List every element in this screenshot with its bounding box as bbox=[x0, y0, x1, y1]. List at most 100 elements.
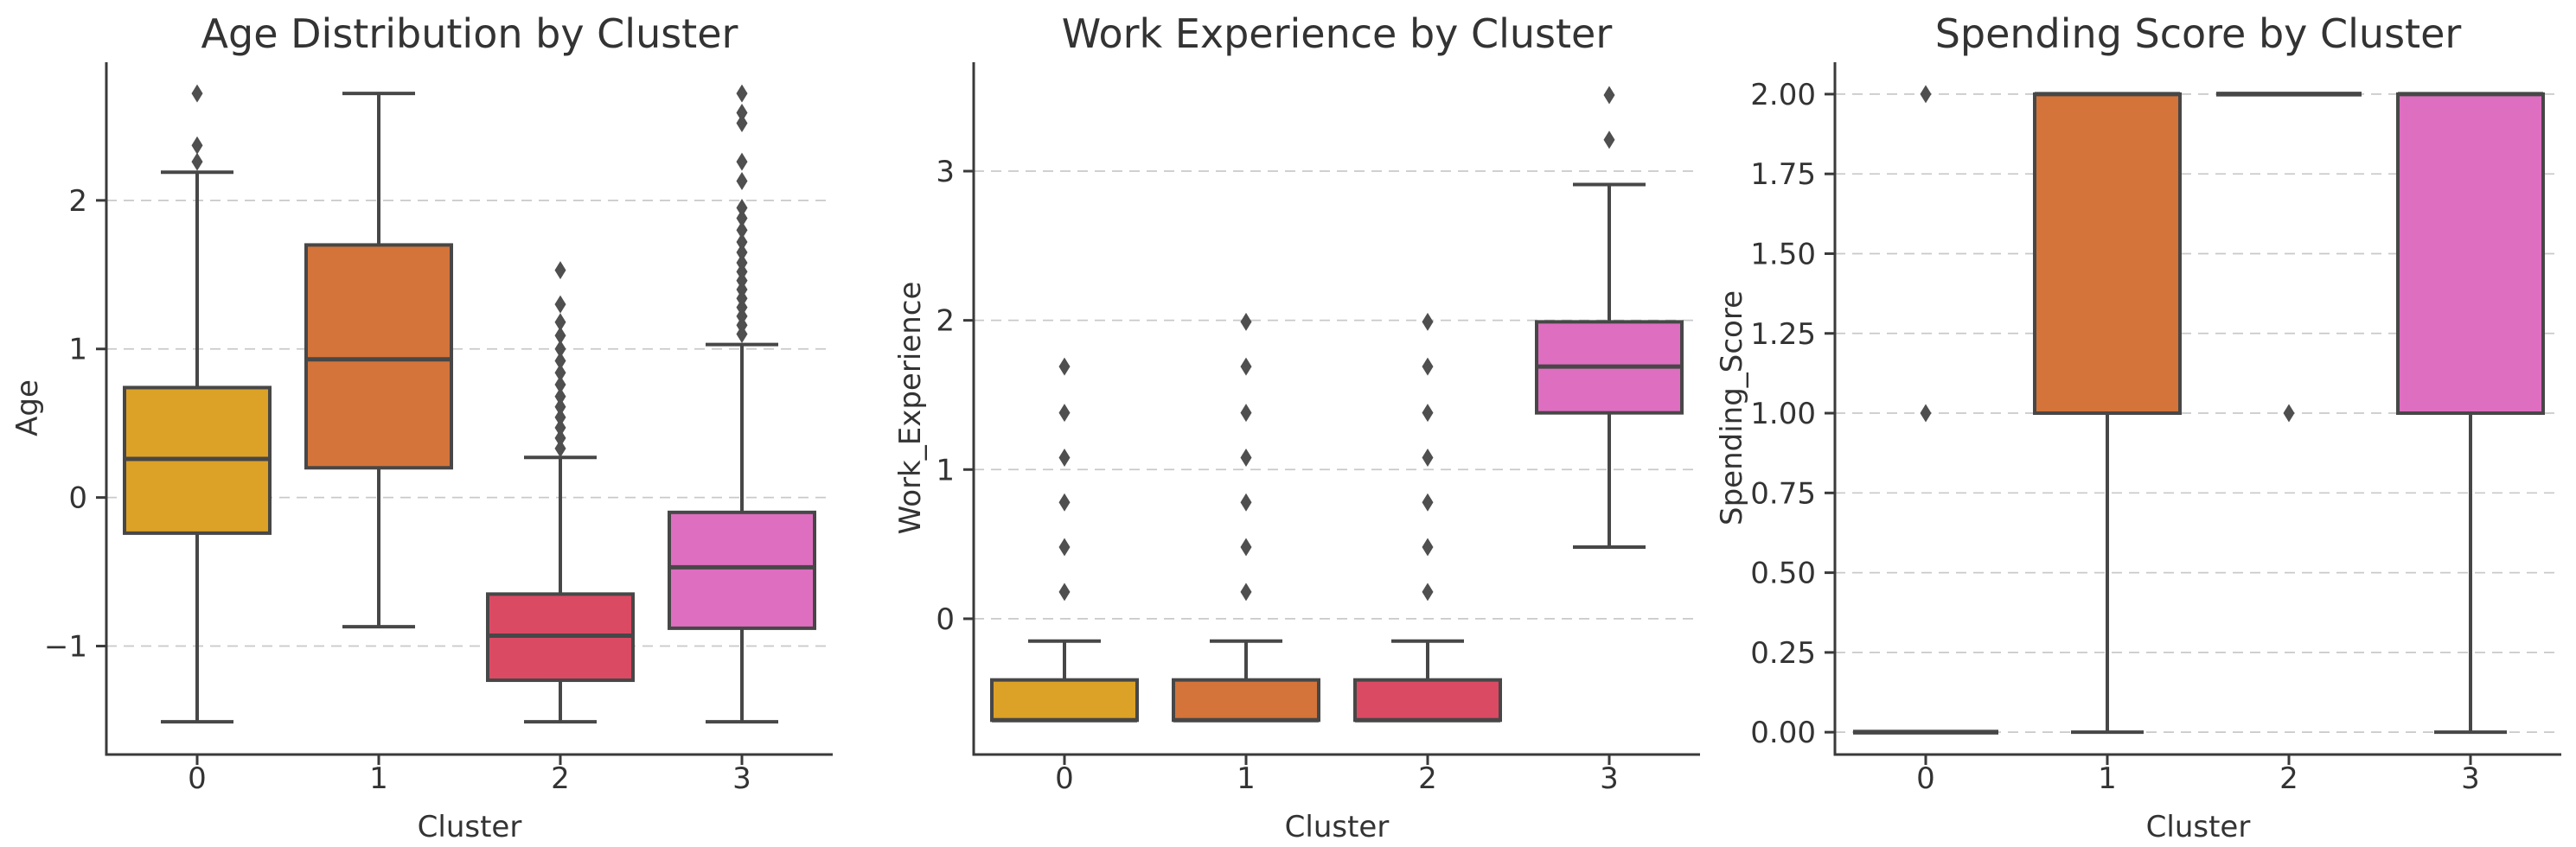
outlier-diamond bbox=[1058, 448, 1071, 467]
outlier-diamond bbox=[1240, 538, 1252, 557]
outlier-diamond bbox=[1603, 131, 1615, 150]
outlier-diamond bbox=[1240, 493, 1252, 512]
outlier-diamond bbox=[554, 387, 566, 406]
outlier-diamond bbox=[1058, 404, 1071, 423]
y-tick-label: 3 bbox=[936, 155, 955, 189]
box-cluster-0 bbox=[123, 84, 272, 724]
outlier-diamond bbox=[1422, 538, 1434, 557]
outlier-diamond bbox=[736, 243, 748, 262]
outlier-diamond bbox=[1422, 448, 1434, 467]
x-tick-label: 0 bbox=[1055, 761, 1074, 796]
outlier-diamond bbox=[1240, 312, 1252, 331]
iqr-box bbox=[2033, 92, 2182, 416]
iqr-box bbox=[990, 678, 1139, 723]
y-tick-label: 0.25 bbox=[1750, 636, 1816, 671]
plot-area: 0 1 2 3 0 1 2 3 bbox=[936, 62, 1700, 796]
outlier-diamond bbox=[554, 418, 566, 437]
box-cluster-2 bbox=[2216, 92, 2362, 423]
outlier-diamond bbox=[554, 375, 566, 394]
x-tick-label: 3 bbox=[732, 761, 751, 796]
outlier-diamond bbox=[736, 208, 748, 227]
work-experience-boxplot-svg: 0 1 2 3 0 1 2 3 Work Experience by Cluster Clus… bbox=[893, 10, 1700, 844]
outlier-diamond bbox=[1422, 493, 1434, 512]
outlier-diamond bbox=[736, 152, 748, 171]
outlier-diamond bbox=[554, 429, 566, 448]
outlier-diamond bbox=[2283, 404, 2295, 423]
outlier-diamond bbox=[554, 439, 566, 458]
iqr-box bbox=[1353, 678, 1502, 723]
outlier-diamond bbox=[1920, 404, 1932, 423]
outlier-diamond bbox=[1422, 357, 1434, 376]
outlier-diamond bbox=[736, 103, 748, 122]
y-tick-label: 0 bbox=[68, 481, 87, 516]
chart-work-experience-by-cluster: 0 1 2 3 0 1 2 3 Work Experience by Cluster Clus… bbox=[859, 0, 1717, 847]
outlier-diamond bbox=[1058, 538, 1071, 557]
iqr-box bbox=[2396, 92, 2545, 416]
y-tick-label: 2 bbox=[936, 304, 955, 339]
outlier-diamond bbox=[736, 198, 748, 217]
y-tick-label: 2.00 bbox=[1750, 78, 1816, 112]
y-axis-label: Age bbox=[10, 379, 45, 436]
x-axis-label: Cluster bbox=[1285, 810, 1390, 844]
box-cluster-3 bbox=[668, 84, 816, 724]
chart-title: Work Experience by Cluster bbox=[1062, 10, 1613, 57]
outlier-diamond bbox=[1422, 583, 1434, 602]
outlier-diamond bbox=[1240, 448, 1252, 467]
x-tick-label: 2 bbox=[551, 761, 570, 796]
y-tick-label: 0 bbox=[936, 602, 955, 637]
outlier-diamond bbox=[1422, 312, 1434, 331]
box-cluster-0 bbox=[990, 357, 1139, 723]
outlier-diamond bbox=[736, 253, 748, 272]
box-cluster-3 bbox=[2396, 92, 2545, 735]
y-axis-label: Work_Experience bbox=[893, 282, 928, 535]
x-tick-label: 2 bbox=[1418, 761, 1437, 796]
outlier-diamond bbox=[736, 172, 748, 191]
x-tick-label: 1 bbox=[369, 761, 388, 796]
x-tick-label: 3 bbox=[1600, 761, 1619, 796]
iqr-box bbox=[1172, 678, 1320, 723]
outlier-diamond bbox=[554, 351, 566, 370]
outlier-diamond bbox=[736, 220, 748, 239]
outlier-diamond bbox=[191, 152, 203, 171]
iqr-box bbox=[668, 510, 816, 630]
y-tick-label: −1 bbox=[44, 630, 87, 665]
box-cluster-1 bbox=[1172, 312, 1320, 723]
x-tick-label: 2 bbox=[2279, 761, 2298, 796]
outlier-diamond bbox=[191, 84, 203, 103]
chart-title: Age Distribution by Cluster bbox=[201, 10, 738, 57]
outlier-diamond bbox=[554, 398, 566, 417]
outlier-diamond bbox=[1058, 493, 1071, 512]
y-tick-label: 2 bbox=[68, 184, 87, 219]
outlier-diamond bbox=[1920, 85, 1932, 104]
y-tick-label: 1 bbox=[936, 453, 955, 487]
y-axis-label: Spending_Score bbox=[1717, 290, 1749, 525]
x-tick-label: 1 bbox=[1237, 761, 1256, 796]
x-axis-label: Cluster bbox=[2146, 810, 2251, 844]
iqr-box bbox=[304, 243, 453, 470]
y-tick-label: 1.00 bbox=[1750, 397, 1816, 431]
outlier-diamond bbox=[554, 295, 566, 314]
y-tick-label: 1 bbox=[68, 333, 87, 367]
y-tick-label: 0.75 bbox=[1750, 476, 1816, 511]
outlier-diamond bbox=[554, 340, 566, 359]
box-cluster-1 bbox=[2033, 92, 2182, 735]
outlier-diamond bbox=[1422, 404, 1434, 423]
outlier-diamond bbox=[1058, 357, 1071, 376]
y-tick-label: 1.50 bbox=[1750, 237, 1816, 271]
outlier-diamond bbox=[736, 84, 748, 103]
x-axis-label: Cluster bbox=[418, 810, 522, 844]
x-tick-label: 0 bbox=[1916, 761, 1935, 796]
outlier-diamond bbox=[554, 326, 566, 345]
outlier-diamond bbox=[736, 113, 748, 132]
outlier-diamond bbox=[554, 313, 566, 332]
box-cluster-2 bbox=[486, 261, 635, 724]
y-tick-label: 0.00 bbox=[1750, 716, 1816, 750]
x-tick-label: 3 bbox=[2461, 761, 2480, 796]
outlier-diamond bbox=[1240, 357, 1252, 376]
